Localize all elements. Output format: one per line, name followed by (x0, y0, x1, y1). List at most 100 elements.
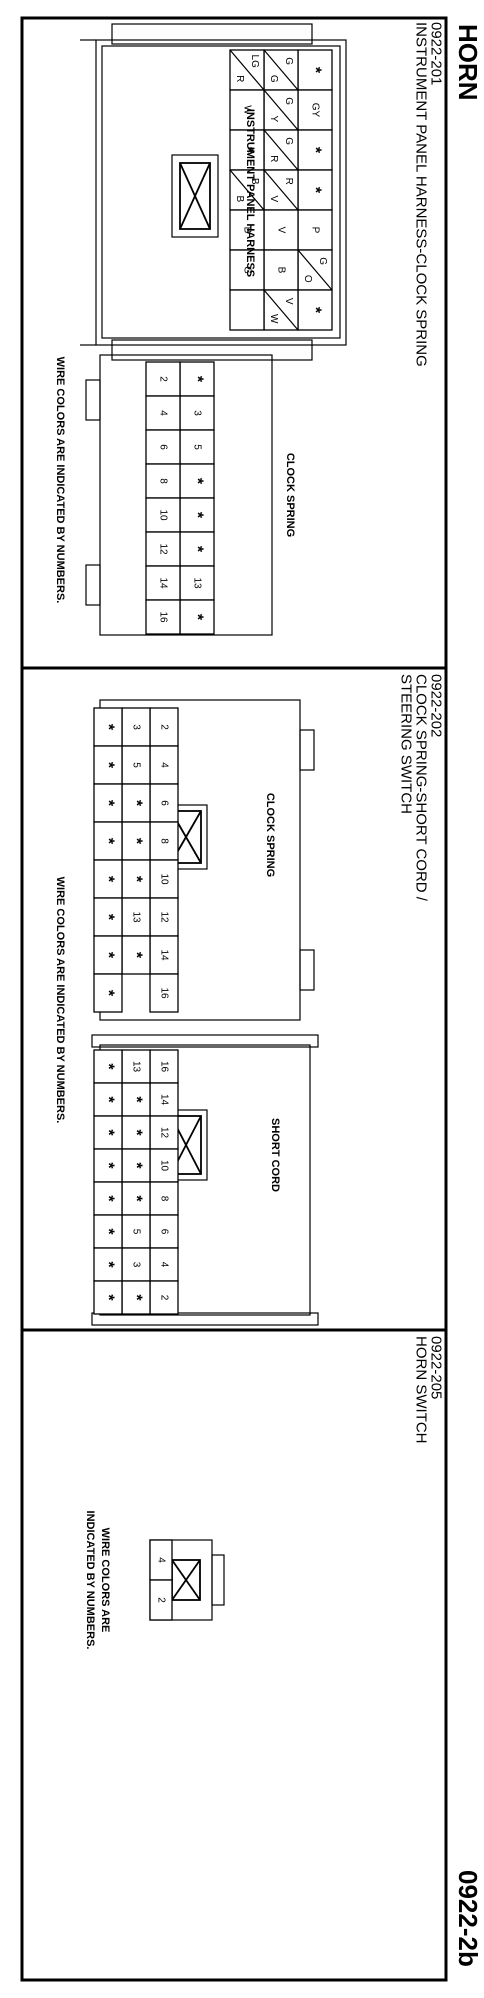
unused-pin-mark: * (307, 67, 324, 74)
pin-label: 6 (158, 444, 169, 450)
unused-pin-mark: * (189, 546, 206, 553)
section-title: HORN SWITCH (413, 1336, 430, 1444)
pin-cell (93, 1181, 123, 1216)
wire-color-label: G (283, 97, 294, 105)
unused-pin-mark: * (100, 838, 117, 845)
pin-cell (229, 129, 265, 171)
pin-cell (93, 783, 123, 823)
diagonal-split (263, 289, 299, 331)
section-title: INSTRUMENT PANEL HARNESS-CLOCK SPRING (413, 22, 430, 367)
pin-cell (149, 783, 179, 823)
unused-pin-mark: * (307, 147, 324, 154)
unused-pin-mark: * (128, 838, 145, 845)
unused-pin-mark: * (189, 376, 206, 383)
wire-color-note: INDICATED BY NUMBERS. (84, 1511, 96, 1650)
unused-pin-mark: * (128, 1294, 145, 1301)
pin-label: B (276, 267, 287, 274)
pin-cell (297, 129, 333, 171)
unused-pin-mark: * (100, 1294, 117, 1301)
connector-key (85, 564, 101, 606)
pin-cell (149, 897, 179, 937)
diagonal-split (229, 49, 265, 91)
page-frame (20, 16, 448, 1982)
pin-cell (93, 1280, 123, 1315)
pin-label: 8 (159, 1196, 170, 1202)
pin-cell (263, 209, 299, 251)
diagonal-split (263, 89, 299, 131)
wire-color-label: LG (249, 55, 260, 69)
pin-label: 3 (131, 724, 142, 730)
pin-label: 10 (158, 509, 169, 521)
pin-cell (145, 599, 181, 635)
wire-color-note: WIRE COLORS ARE INDICATED BY NUMBERS. (54, 357, 66, 604)
connector-label: CLOCK SPRING (284, 453, 296, 537)
wire-color-label: B (249, 178, 260, 185)
pin-cell (93, 1115, 123, 1150)
pin-cell (179, 531, 215, 567)
diagonal-split (297, 249, 333, 291)
section-id: 0922-205 (428, 1336, 445, 1399)
lock-tab (179, 162, 211, 230)
pin-cell (93, 935, 123, 975)
pin-label: 12 (159, 1127, 170, 1139)
pin-cell (179, 429, 215, 465)
wire-color-label: G (283, 57, 294, 65)
pin-cell (149, 973, 179, 1013)
pin-label: 8 (158, 478, 169, 484)
unused-pin-mark: * (128, 1195, 145, 1202)
pin-label: G (242, 266, 253, 274)
connector-label: CLOCK SPRING (264, 793, 276, 877)
pin-label: W (242, 105, 253, 115)
pin-label: 16 (158, 611, 169, 623)
wire-color-note: WIRE COLORS ARE INDICATED BY NUMBERS. (54, 877, 66, 1124)
pin-label: 14 (159, 949, 170, 961)
unused-pin-mark: * (100, 724, 117, 731)
diagonal-split (263, 169, 299, 211)
pin-cell (179, 565, 215, 601)
pin-cell (93, 707, 123, 747)
diagonal-split (229, 169, 265, 211)
pin-label: 3 (192, 410, 203, 416)
wire-color-label: G (317, 257, 328, 265)
pin-cell (145, 361, 181, 397)
wire-color-label: G (283, 137, 294, 145)
pin-cell (93, 1049, 123, 1084)
connector-key (299, 949, 315, 991)
connector-body (95, 39, 347, 346)
unused-pin-mark: * (100, 800, 117, 807)
connector-lip (91, 1312, 319, 1326)
pin-label: 12 (158, 543, 169, 555)
unused-pin-mark: * (100, 1195, 117, 1202)
pin-cell (149, 1579, 173, 1621)
connector-body (99, 354, 273, 636)
pin-cell (93, 859, 123, 899)
page-number: 0922-2b (453, 1870, 483, 1967)
wire-color-label: B (234, 195, 245, 202)
pin-label: 2 (159, 724, 170, 730)
pin-cell (121, 1082, 151, 1117)
pin-label: 5 (131, 762, 142, 768)
unused-pin-mark: * (100, 914, 117, 921)
wire-color-label: Y (268, 115, 279, 122)
section-id: 0922-201 (428, 22, 445, 85)
pin-label: 4 (159, 762, 170, 768)
latch-cross (171, 1559, 201, 1601)
pin-label: GY (310, 103, 321, 118)
pin-label: 12 (159, 911, 170, 923)
pin-cell (229, 289, 265, 331)
wire-color-label: R (234, 75, 245, 82)
connector-lip (111, 23, 313, 45)
connector-key (211, 1554, 225, 1606)
wire-color-label: V (268, 195, 279, 202)
unused-pin-mark: * (100, 1063, 117, 1070)
unused-pin-mark: * (307, 307, 324, 314)
pin-label: 13 (131, 911, 142, 923)
pin-label: 8 (159, 838, 170, 844)
unused-pin-mark: * (128, 800, 145, 807)
unused-pin-mark: * (128, 1162, 145, 1169)
pin-label: 2 (159, 1295, 170, 1301)
unused-pin-mark: * (100, 1096, 117, 1103)
pin-label: V (276, 227, 287, 234)
pin-cell (93, 821, 123, 861)
connector-lip (91, 1034, 319, 1048)
